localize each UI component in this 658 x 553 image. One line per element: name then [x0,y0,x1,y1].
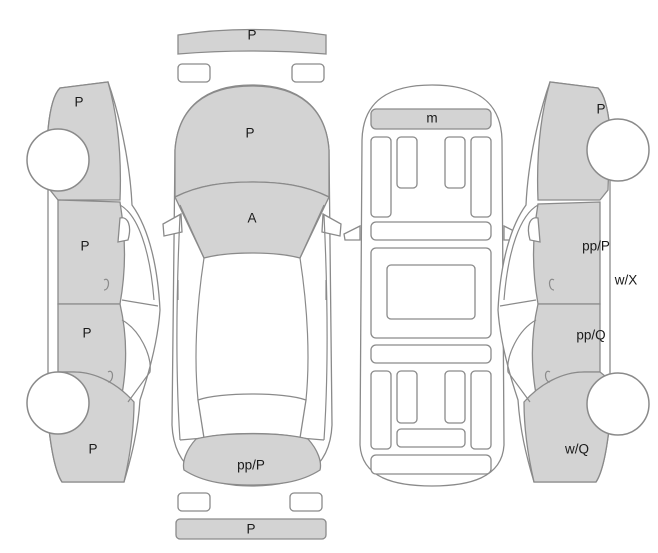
left-front-fender-label: P [74,95,83,110]
rear-bumper-group: P [175,492,327,540]
front-right-outer [470,136,492,218]
right-taillight [289,492,323,512]
right-front-door-label: pp/P [582,239,610,254]
front-crossbar [370,221,492,241]
right-a-pillar [299,204,325,259]
right-front-wheel [586,118,650,182]
rear-bumper[interactable] [175,518,327,540]
right-mirror [321,212,342,237]
interior-view: m [343,84,521,487]
dashboard-label: m [426,111,437,126]
left-headlight [177,63,211,83]
rear-left-seat [396,370,418,424]
hood-label: P [245,126,254,141]
windshield-label: A [247,211,256,226]
right-side-belt [499,299,537,307]
front-right-seat [444,136,466,189]
right-rear-wheel [586,372,650,436]
right-window-line [299,257,309,401]
left-rear-door-label: P [82,326,91,341]
right-side-view: P pp/P pp/Q w/Q w/X [497,81,650,483]
right-front-door-handle [548,278,555,291]
left-rear-wheel [26,371,90,435]
left-front-door[interactable] [57,199,126,305]
top-view-car: P A pp/P [162,84,342,487]
right-body-line [323,214,328,441]
hood[interactable] [174,85,330,199]
left-front-wheel [26,128,90,192]
rear-crossbar [370,344,492,364]
front-bumper-group: P [177,28,327,83]
right-side-window-rear [507,319,537,403]
trunk[interactable] [182,433,322,486]
left-rear-door-handle [107,370,114,383]
dashboard[interactable] [370,108,492,130]
right-rear-quarter-label: w/Q [564,442,589,457]
left-front-door-handle [103,278,110,291]
left-taillight [177,492,211,512]
right-front-fender[interactable] [536,81,611,201]
front-left-seat [396,136,418,189]
left-side-window-front [119,204,155,301]
right-side-mirror [527,217,541,243]
left-a-pillar [179,204,205,259]
right-door-edge-label: w/X [614,273,638,288]
right-rear-door-label: pp/Q [576,328,605,343]
right-front-fender-label: P [596,102,605,117]
left-mirror [162,212,183,237]
windshield[interactable] [174,181,330,259]
trunk-label: pp/P [237,458,265,473]
left-rear-quarter-label: P [88,442,97,457]
front-bumper[interactable] [177,28,327,55]
left-body-line [176,214,181,441]
rear-left-outer [370,370,392,450]
left-front-door-label: P [80,239,89,254]
rear-bumper-label: P [246,522,255,537]
cargo-floor [370,454,492,475]
center-console [386,264,476,320]
left-side-belt [121,299,159,307]
right-headlight [291,63,325,83]
rear-right-outer [470,370,492,450]
right-side-window-front [503,204,539,301]
left-window-line [195,257,205,401]
right-rear-door-handle [544,370,551,383]
left-side-window-rear [121,319,151,403]
interior-left-mirror [343,224,361,241]
left-side-view: P P P P [26,81,161,483]
front-bumper-label: P [247,28,256,43]
rear-window [197,393,307,439]
left-side-mirror [117,217,131,243]
rear-right-seat [444,370,466,424]
rear-bench [396,428,466,448]
front-left-outer [370,136,392,218]
